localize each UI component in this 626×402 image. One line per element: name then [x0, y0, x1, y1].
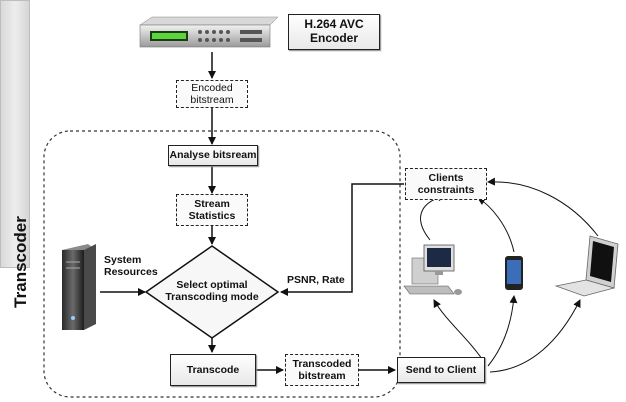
encoded-bitstream-line2: bitstream [190, 94, 234, 106]
system-resources-line1: System [104, 254, 142, 266]
send-to-client-label: Send to Client [405, 363, 477, 376]
smartphone-icon [505, 256, 523, 290]
laptop-icon [554, 235, 619, 297]
analyse-bitstream-box: Analyse bitsream [168, 145, 258, 166]
transcoded-bitstream-box: Transcoded bitstream [285, 354, 359, 386]
stream-statistics-box: Stream Statistics [176, 194, 248, 226]
clients-constraints-line2: constraints [417, 184, 475, 196]
send-to-client-box: Send to Client [397, 357, 485, 383]
decision-line1: Select optimal [176, 279, 248, 291]
system-resources-label: System Resources [104, 254, 158, 278]
system-resources-line2: Resources [104, 266, 158, 279]
transcoded-bitstream-line2: bitstream [298, 370, 346, 382]
encoder-title-line2: Encoder [309, 31, 358, 45]
transcoded-bitstream-line1: Transcoded [292, 357, 352, 370]
transcode-label: Transcode [186, 363, 240, 376]
transcoder-lane-bar [0, 0, 30, 268]
stream-statistics-line1: Stream [194, 197, 230, 210]
decision-diamond [144, 245, 280, 339]
stream-statistics-line2: Statistics [188, 210, 236, 222]
server-tower-icon [62, 244, 96, 330]
transcoder-region [43, 130, 401, 398]
decision-line2: Transcoding mode [165, 291, 259, 304]
encoder-title-box: H.264 AVC Encoder [288, 14, 380, 50]
clients-constraints-line1: Clients [428, 171, 464, 184]
decision-label: Select optimal Transcoding mode [156, 279, 268, 303]
clients-constraints-box: Clients constraints [405, 168, 487, 200]
psnr-rate-label: PSNR, Rate [287, 274, 345, 286]
rack-encoder-icon [139, 16, 279, 48]
encoded-bitstream-box: Encoded bitstream [176, 80, 248, 108]
analyse-bitstream-label: Analyse bitsream [169, 149, 257, 162]
transcode-box: Transcode [170, 354, 256, 386]
encoded-bitstream-line1: Encoded [191, 81, 233, 94]
encoder-title-line1: H.264 AVC [304, 17, 364, 32]
desktop-pc-icon [403, 244, 462, 295]
